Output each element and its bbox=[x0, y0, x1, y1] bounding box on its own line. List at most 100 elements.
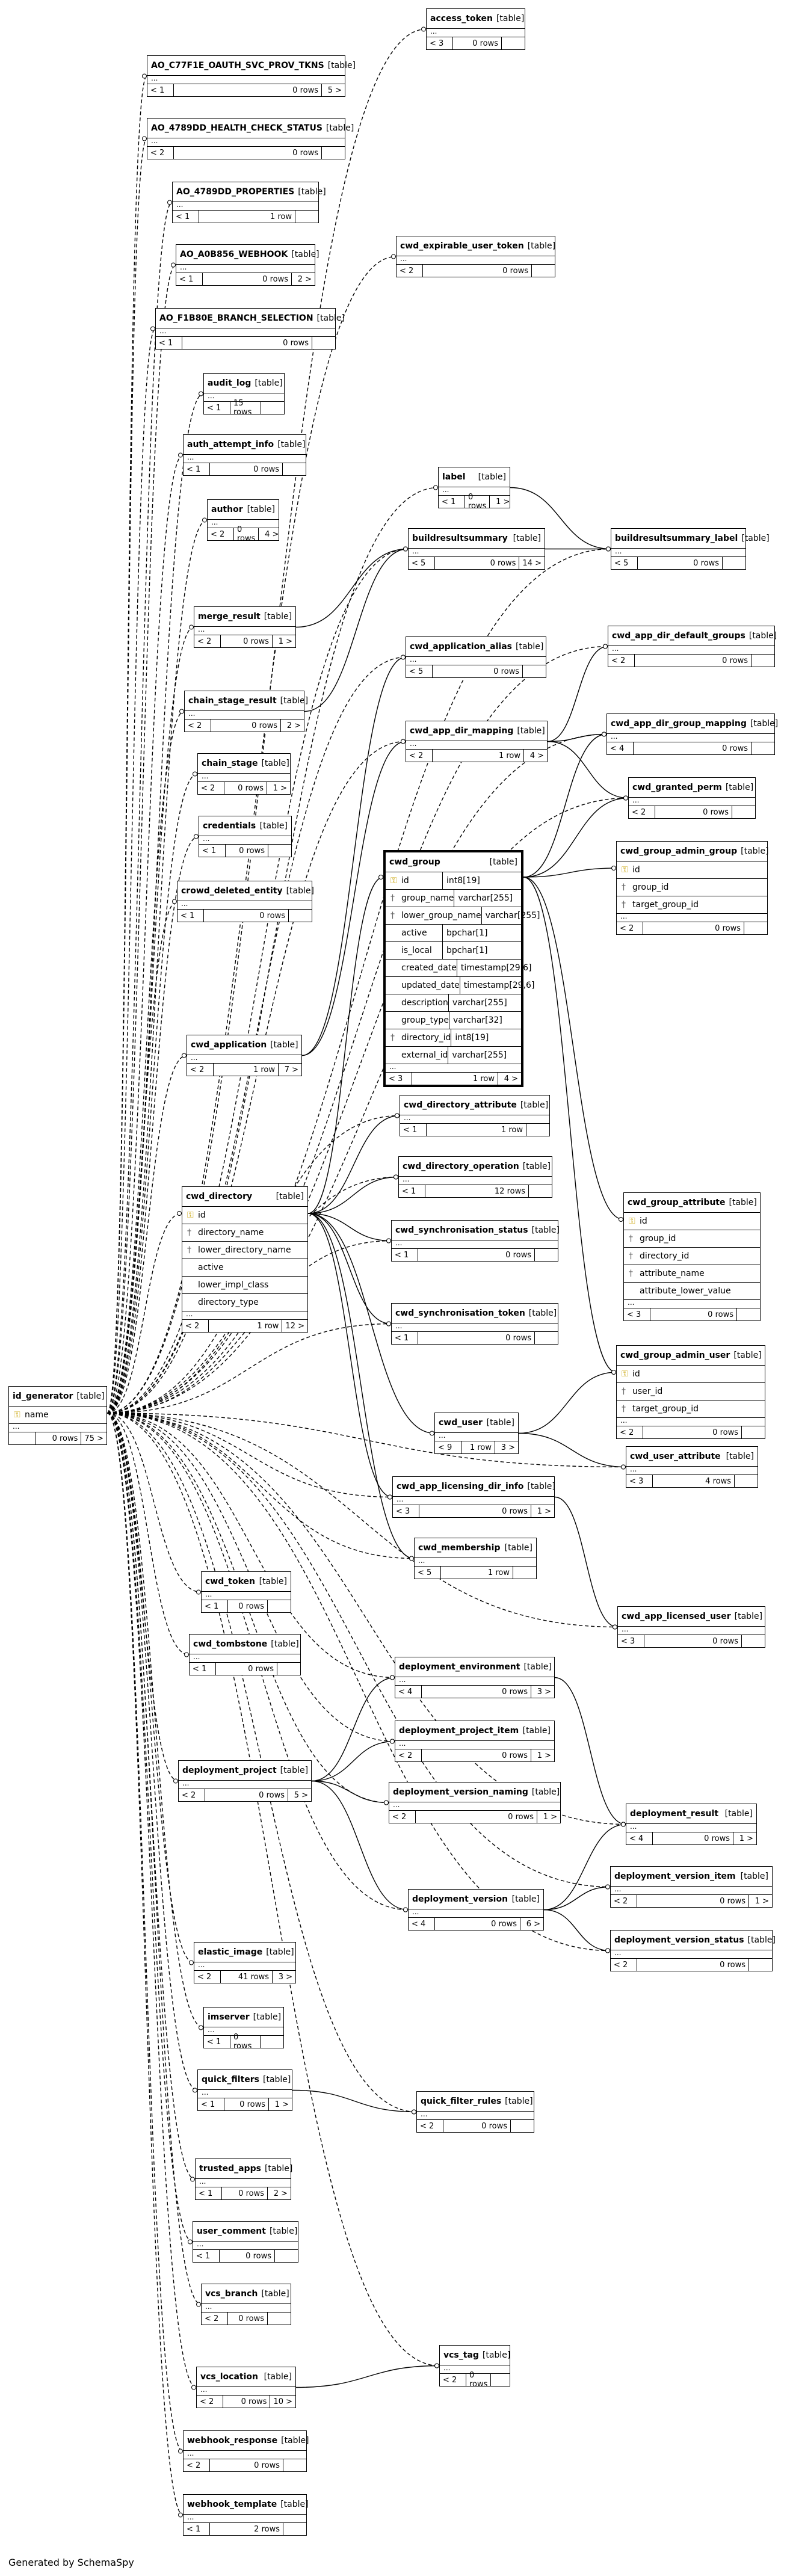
children-count[interactable]: 1 > bbox=[537, 1506, 551, 1516]
table-name[interactable]: cwd_application_alias bbox=[410, 642, 512, 652]
table-name[interactable]: merge_result bbox=[198, 612, 261, 621]
table-name[interactable]: cwd_granted_perm bbox=[632, 783, 722, 792]
table-name[interactable]: cwd_expirable_user_token bbox=[400, 241, 524, 251]
table-name[interactable]: cwd_group bbox=[389, 857, 440, 867]
parents-count[interactable]: < 1 bbox=[199, 845, 226, 857]
parents-count[interactable]: < 1 bbox=[193, 2250, 220, 2262]
table-name[interactable]: cwd_user_attribute bbox=[630, 1452, 721, 1461]
children-count[interactable]: 2 > bbox=[286, 721, 301, 730]
column-row[interactable]: †lower_directory_name bbox=[182, 1242, 307, 1259]
table-name[interactable]: chain_stage bbox=[202, 759, 258, 768]
table-name[interactable]: cwd_user bbox=[439, 1418, 483, 1428]
children-count[interactable] bbox=[268, 2313, 291, 2325]
children-count[interactable] bbox=[732, 806, 755, 818]
column-row[interactable]: †target_group_id bbox=[617, 896, 767, 914]
parents-count[interactable]: < 2 bbox=[182, 1320, 209, 1332]
children-count[interactable]: 5 > bbox=[327, 85, 342, 95]
table-name[interactable]: cwd_membership bbox=[418, 1543, 501, 1553]
children-count[interactable] bbox=[735, 1475, 758, 1487]
parents-count[interactable]: < 1 bbox=[399, 1185, 425, 1197]
parents-count[interactable]: < 2 bbox=[417, 2120, 443, 2132]
parents-count[interactable]: < 1 bbox=[204, 2036, 230, 2048]
children-count[interactable]: 3 > bbox=[278, 1972, 292, 1982]
children-count[interactable] bbox=[289, 910, 312, 922]
children-count[interactable]: 7 > bbox=[284, 1065, 298, 1074]
children-count[interactable] bbox=[261, 2036, 283, 2048]
children-count[interactable]: 12 > bbox=[285, 1321, 304, 1331]
table-name[interactable]: deployment_version_item bbox=[614, 1872, 736, 1881]
parents-count[interactable]: < 4 bbox=[607, 742, 634, 754]
parents-count[interactable]: < 1 bbox=[190, 1663, 216, 1675]
table-name[interactable]: cwd_group_admin_user bbox=[620, 1351, 730, 1360]
parents-count[interactable]: < 1 bbox=[184, 463, 210, 475]
table-name[interactable]: deployment_version_naming bbox=[393, 1787, 528, 1797]
table-name[interactable]: credentials bbox=[203, 821, 256, 831]
parents-count[interactable]: < 2 bbox=[208, 528, 234, 540]
children-count[interactable] bbox=[275, 2250, 298, 2262]
parents-count[interactable]: < 2 bbox=[617, 1426, 643, 1438]
children-count[interactable] bbox=[529, 1185, 552, 1197]
children-count[interactable] bbox=[283, 2459, 306, 2471]
children-count[interactable] bbox=[295, 211, 318, 223]
table-name[interactable]: cwd_app_dir_mapping bbox=[410, 726, 514, 736]
table-name[interactable]: imserver bbox=[208, 2012, 250, 2022]
table-ao-c77f1e-oauth-svc-prov-tkns[interactable]: AO_C77F1E_OAUTH_SVC_PROV_TKNS[table]...<… bbox=[147, 55, 356, 97]
table-name[interactable]: vcs_location bbox=[200, 2372, 258, 2382]
parents-count[interactable]: < 2 bbox=[194, 1971, 221, 1983]
column-row[interactable]: ⚿id bbox=[624, 1213, 760, 1230]
parents-count[interactable]: < 4 bbox=[395, 1686, 422, 1698]
table-name[interactable]: cwd_synchronisation_token bbox=[395, 1308, 525, 1318]
children-count[interactable] bbox=[752, 655, 774, 667]
parents-count[interactable]: < 2 bbox=[395, 1749, 422, 1761]
column-row[interactable]: †group_id bbox=[617, 879, 767, 896]
table-name[interactable]: crowd_deleted_entity bbox=[181, 886, 283, 896]
table-name[interactable]: label bbox=[442, 472, 466, 482]
children-count[interactable]: 1 > bbox=[739, 1834, 753, 1843]
children-count[interactable] bbox=[535, 1249, 558, 1261]
column-row[interactable]: ⚿id bbox=[617, 1366, 765, 1383]
parents-count[interactable]: < 3 bbox=[427, 37, 453, 49]
children-count[interactable] bbox=[723, 557, 745, 569]
parents-count[interactable]: < 5 bbox=[415, 1567, 441, 1579]
parents-count[interactable]: < 1 bbox=[156, 337, 182, 349]
children-count[interactable] bbox=[268, 1600, 291, 1612]
parents-count[interactable]: < 3 bbox=[386, 1073, 412, 1085]
children-count[interactable]: 4 > bbox=[504, 1074, 518, 1083]
children-count[interactable] bbox=[491, 2374, 514, 2386]
children-count[interactable] bbox=[526, 1124, 549, 1136]
table-name[interactable]: webhook_response bbox=[187, 2436, 278, 2445]
table-cwd-group-admin-user[interactable]: cwd_group_admin_user[table]⚿id†user_id†t… bbox=[616, 1345, 765, 1439]
children-count[interactable] bbox=[261, 402, 284, 414]
table-name[interactable]: cwd_app_dir_default_groups bbox=[612, 631, 745, 641]
column-row[interactable]: †target_group_id bbox=[617, 1400, 765, 1418]
